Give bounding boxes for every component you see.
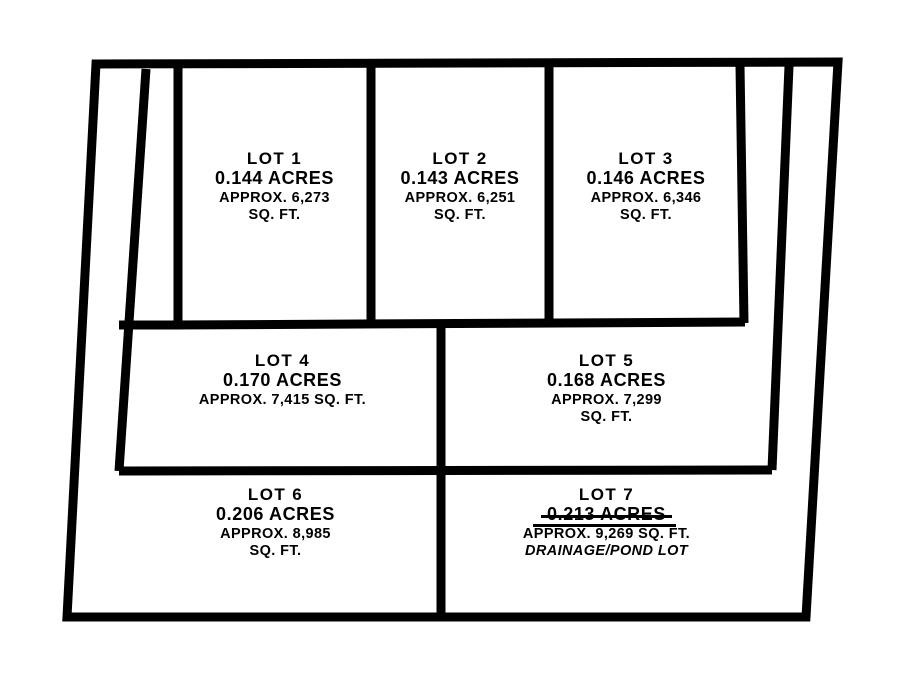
lot-4-title: LOT 4 (254, 351, 311, 370)
right-easement-line (767, 65, 794, 471)
lot-2-sqft-line-1: APPROX. 6,251 (404, 189, 516, 206)
outer-parcel-boundary (62, 57, 843, 622)
lot-7-acreage-row: 0.213 ACRES (441, 504, 772, 528)
lot-2-label-group[interactable]: LOT 2 0.143 ACRES APPROX. 6,251 SQ. FT. (371, 149, 549, 224)
lot-1-acreage: 0.144 ACRES (215, 168, 334, 189)
lot-4-label-group[interactable]: LOT 4 0.170 ACRES APPROX. 7,415 SQ. FT. (124, 351, 441, 408)
lot-1-label-group[interactable]: LOT 1 0.144 ACRES APPROX. 6,273 SQ. FT. (178, 149, 371, 224)
lot-5-label-group[interactable]: LOT 5 0.168 ACRES APPROX. 7,299 SQ. FT. (441, 351, 772, 426)
lot-6-label-group[interactable]: LOT 6 0.206 ACRES APPROX. 8,985 SQ. FT. (110, 485, 441, 560)
lot-5-acreage: 0.168 ACRES (547, 370, 666, 391)
lot-5-title: LOT 5 (578, 351, 635, 370)
lot-4-sqft-line-1: APPROX. 7,415 SQ. FT. (198, 391, 367, 408)
lot-3-sqft-line-1: APPROX. 6,346 (590, 189, 702, 206)
lot-6-sqft-line-2: SQ. FT. (249, 543, 302, 560)
lot-3-title: LOT 3 (618, 149, 674, 168)
lot-1-sqft-line-1: APPROX. 6,273 (219, 189, 330, 206)
lot-7-sqft-line-1: APPROX. 9,269 SQ. FT. (522, 525, 691, 542)
lot-7-label-group[interactable]: LOT 7 0.213 ACRES APPROX. 9,269 SQ. FT. … (441, 485, 772, 560)
lot-7-title: LOT 7 (578, 485, 635, 504)
lot-6-title: LOT 6 (247, 485, 304, 504)
lot-1-title: LOT 1 (246, 149, 303, 168)
lot-2-title: LOT 2 (432, 149, 488, 168)
lot-5-sqft-line-1: APPROX. 7,299 (551, 391, 662, 408)
lot-5-sqft-line-2: SQ. FT. (580, 409, 633, 426)
lot-1-sqft-line-2: SQ. FT. (248, 207, 301, 224)
lot-3-sqft-line-2: SQ. FT. (620, 207, 672, 224)
lot-3-label-group[interactable]: LOT 3 0.146 ACRES APPROX. 6,346 SQ. FT. (549, 149, 743, 224)
lot-3-acreage: 0.146 ACRES (586, 168, 706, 189)
lot-3-right-edge (735, 64, 749, 324)
lot-6-acreage: 0.206 ACRES (216, 504, 335, 525)
lot-6-sqft-line-1: APPROX. 8,985 (220, 525, 331, 542)
lot-7-use-note: DRAINAGE/POND LOT (524, 543, 689, 560)
lot-4-acreage: 0.170 ACRES (223, 370, 342, 391)
lot-2-acreage: 0.143 ACRES (400, 168, 520, 189)
lot-1-3-bottom-edge (171, 317, 746, 330)
lot-7-acreage-struck: 0.213 ACRES (533, 504, 676, 528)
left-easement-line (114, 68, 151, 472)
lot-2-sqft-line-2: SQ. FT. (434, 207, 486, 224)
